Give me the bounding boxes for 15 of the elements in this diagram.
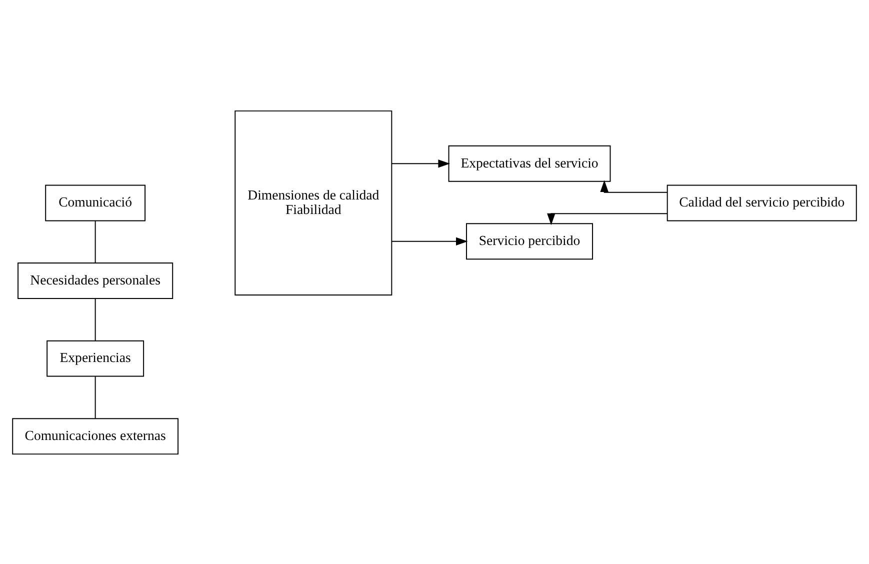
arrow xyxy=(547,212,668,225)
node-box: Calidad del servicio percibido xyxy=(666,184,857,221)
node-box: Servicio percibido xyxy=(466,222,594,260)
arrow xyxy=(391,236,468,246)
connector xyxy=(94,298,96,341)
node-box: Comunicació xyxy=(45,184,146,221)
arrow xyxy=(391,158,450,168)
node-box: Necesidades personales xyxy=(18,262,174,298)
connector xyxy=(94,220,96,263)
connector xyxy=(94,376,96,418)
node-box: Comunicaciones externas xyxy=(12,418,179,454)
node-box: Experiencias xyxy=(46,340,144,376)
node-box: Expectativas del servicio xyxy=(448,144,611,182)
arrow xyxy=(600,180,668,192)
node-box: Dimensiones de calidad Fiabilidad xyxy=(234,110,392,296)
